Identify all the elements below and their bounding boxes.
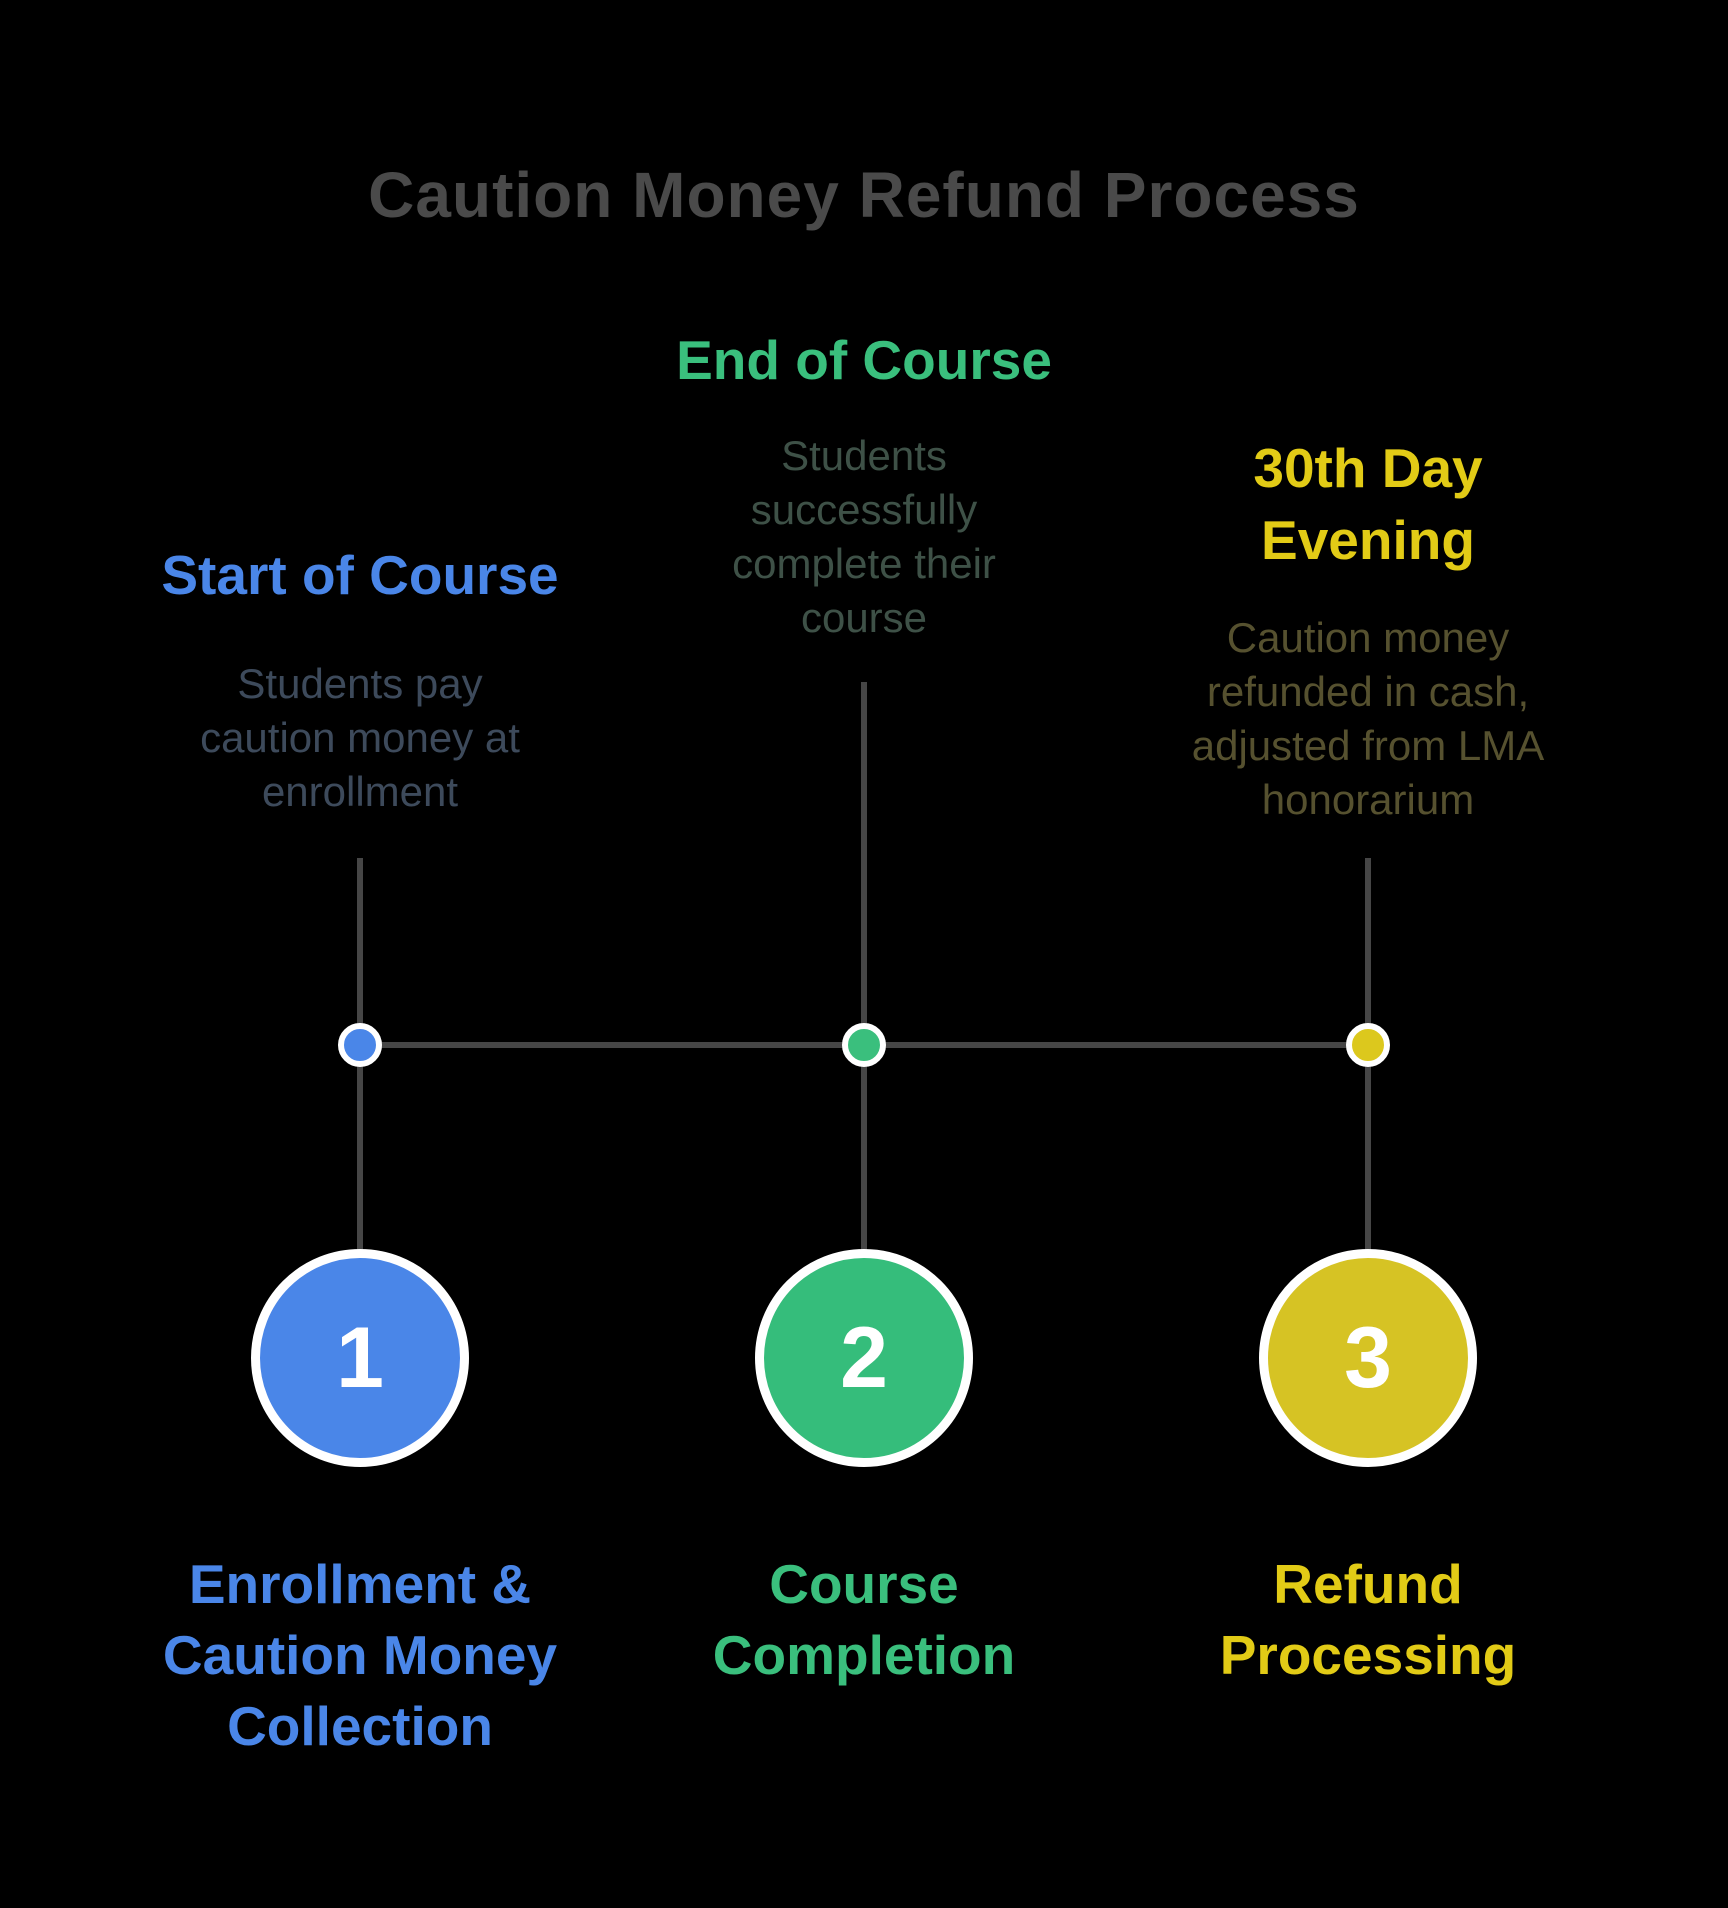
step-1-description-line: enrollment [261,768,459,815]
step-2-description-line: successfully [750,486,978,533]
step-1-heading: Start of Course [161,544,559,606]
step-3-heading-line: Evening [1261,509,1475,571]
step-1-label-line: Enrollment & [188,1553,532,1615]
step-3-number-circle: 3 [1259,1249,1477,1467]
step-3-number: 3 [1344,1309,1392,1406]
step-1-number: 1 [336,1309,384,1406]
step-2-description-line: course [800,594,928,641]
step-3-description-line: Caution money [1226,614,1510,661]
step-1-description-line: Students pay [237,660,483,707]
step-3-description-line: adjusted from LMA [1191,722,1545,769]
timeline-dot-1 [338,1023,382,1067]
step-3-description: Caution money refunded in cash, adjusted… [1192,611,1545,827]
step-2-description-line: Students [781,432,947,479]
step-2-label: Course Completion [713,1549,1015,1691]
step-1-description-line: caution money at [200,714,520,761]
step-1-description: Students pay caution money at enrollment [200,657,520,819]
step-3-label: Refund Processing [1220,1549,1517,1691]
step-1-label-line: Caution Money [162,1624,558,1686]
step-3-description-line: honorarium [1261,776,1475,823]
step-3-label-line: Refund [1273,1553,1463,1615]
step-2-heading: End of Course [676,329,1052,391]
step-2-description: Students successfully complete their cou… [732,429,996,645]
step-2-label-line: Completion [712,1624,1016,1686]
page-title: Caution Money Refund Process [368,159,1360,231]
step-2-description-line: complete their [732,540,996,587]
step-1-number-circle: 1 [251,1249,469,1467]
step-2-number: 2 [840,1309,888,1406]
step-3-heading-line: 30th Day [1253,437,1483,499]
step-3-description-line: refunded in cash, [1206,668,1530,715]
connector-vertical-line-2 [861,682,867,1250]
step-1-label-line: Collection [227,1695,493,1757]
step-3-label-line: Processing [1219,1624,1517,1686]
timeline-dot-3 [1346,1023,1390,1067]
timeline-dot-2 [842,1023,886,1067]
step-1-label: Enrollment & Caution Money Collection [163,1549,557,1762]
step-2-number-circle: 2 [755,1249,973,1467]
step-3-heading: 30th Day Evening [1168,432,1568,576]
step-2-label-line: Course [769,1553,959,1615]
